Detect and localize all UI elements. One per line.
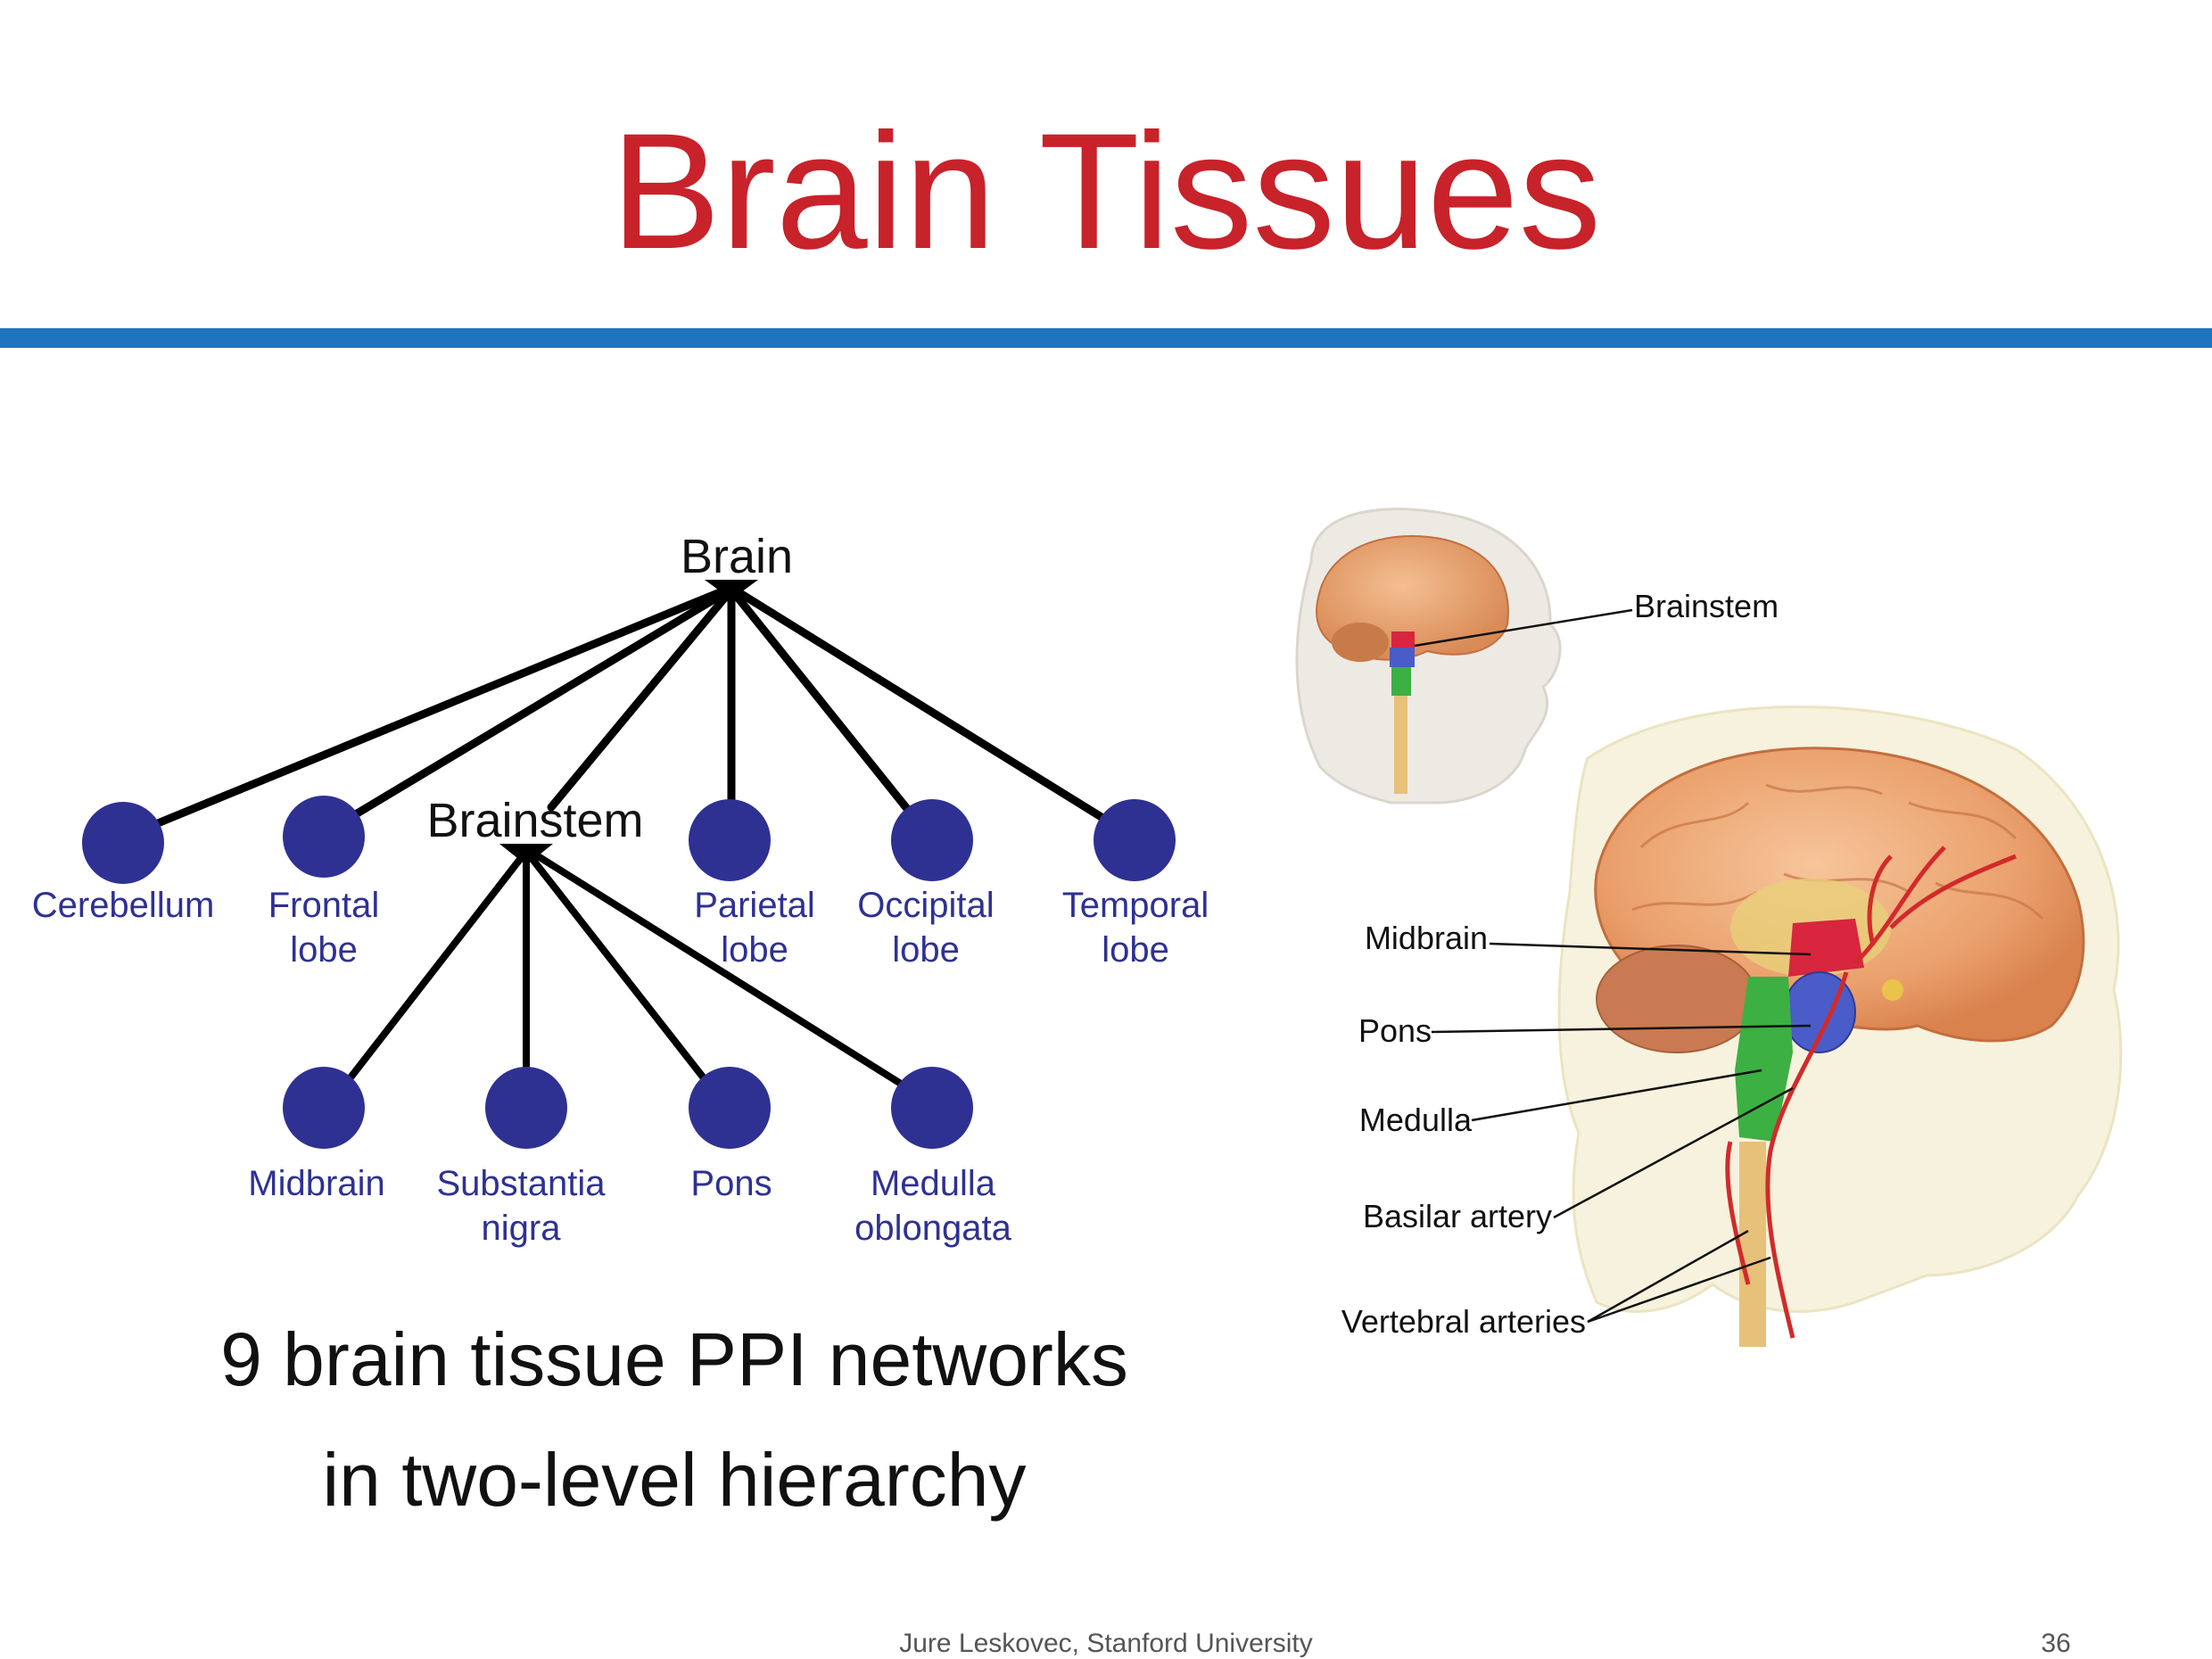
title-divider [0,328,2212,348]
root-node-label: Brain [681,530,793,583]
node-parietal-lobe [689,799,771,881]
pituitary [1882,979,1903,1001]
footer-credit: Jure Leskovec, Stanford University [899,1629,1313,1658]
edge-brain-temporal [734,588,1109,823]
root-connector [705,580,758,599]
label-parietal-line2: lobe [721,930,788,970]
label-temporal-line2: lobe [1102,930,1169,970]
brainstem-node-label: Brainstem [426,794,643,847]
node-substantia-nigra [485,1067,567,1149]
small-head-illustration [1295,508,1633,805]
caption-line2: in two-level hierarchy [323,1438,1027,1522]
node-frontal-lobe [283,796,365,878]
hierarchy-tree: Brain Brainstem Cerebellum Fr [32,530,1209,1248]
label-cerebellum-line1: Cerebellum [32,886,215,925]
label-substantia-line1: Substantia [436,1164,606,1203]
level1-labels: Cerebellum Frontal lobe Parietal lobe Oc… [32,886,1209,970]
level1-nodes [82,796,1176,884]
small-cerebellum [1332,623,1389,662]
edge-brain-occipital [730,590,912,814]
edge-brain-frontal [350,588,730,820]
label-medulla-line1: Medulla [871,1164,996,1203]
node-cerebellum [82,802,164,884]
node-midbrain [283,1067,365,1149]
spinal-cord [1739,1142,1766,1347]
basilar-leader [1553,1086,1794,1219]
small-spinal-cord [1394,696,1407,794]
root-edges [149,586,1109,830]
label-substantia-line2: nigra [482,1209,562,1248]
anatomy-illustration: Brainstem Midbrain Pons Medulla Basilar … [1295,508,2123,1347]
edge-brain-cerebellum [149,586,729,830]
label-midbrain-line1: Midbrain [248,1164,384,1203]
node-occipital-lobe [891,799,973,881]
label-temporal-line1: Temporal [1062,886,1209,925]
edge-brain-brainstem [547,590,732,812]
medulla-region [1735,977,1793,1142]
page-number: 36 [2041,1629,2070,1658]
brainstem-connector [499,844,553,865]
vertebral-leader-1 [1587,1229,1749,1324]
label-parietal-line1: Parietal [694,886,815,925]
vertebral-leader-2 [1587,1256,1771,1324]
small-midbrain-region [1391,631,1415,648]
label-medulla: Medulla [1359,1102,1473,1138]
label-vertebral-arteries: Vertebral arteries [1341,1303,1586,1340]
label-basilar-artery: Basilar artery [1363,1198,1552,1234]
small-medulla-region [1391,667,1411,696]
midbrain-region [1788,919,1864,977]
edge-brainstem-midbrain [344,854,524,1085]
large-head-illustration [1557,706,2123,1347]
label-medulla-line2: oblongata [854,1209,1011,1248]
level2-labels: Midbrain Substantia nigra Pons Medulla o… [248,1164,1011,1248]
leader-lines [1431,942,1812,1324]
slide-title: Brain Tissues [610,100,1602,284]
midbrain-leader [1489,942,1812,956]
node-pons [689,1067,771,1149]
label-pons: Pons [1358,1012,1432,1049]
medulla-leader [1471,1069,1762,1122]
label-frontal-line1: Frontal [268,886,380,925]
label-occipital-line1: Occipital [857,886,994,925]
small-pons-region [1390,648,1415,667]
label-pons-line1: Pons [690,1164,772,1203]
brainstem-edges [344,851,904,1087]
label-frontal-line2: lobe [290,930,358,970]
edge-brainstem-pons [528,854,708,1083]
level2-nodes [283,1067,973,1149]
cerebellum [1596,945,1758,1053]
caption-line1: 9 brain tissue PPI networks [220,1317,1128,1401]
node-medulla-oblongata [891,1067,973,1149]
pons-leader [1431,1024,1812,1034]
caption: 9 brain tissue PPI networks in two-level… [220,1317,1128,1522]
label-brainstem: Brainstem [1634,588,1779,624]
node-temporal-lobe [1094,799,1176,881]
label-midbrain: Midbrain [1365,920,1488,956]
brainstem-leader-line [1414,608,1633,648]
label-occipital-line2: lobe [892,930,960,970]
anatomy-labels: Brainstem Midbrain Pons Medulla Basilar … [1341,588,1779,1340]
edge-brainstem-medulla [532,851,904,1087]
